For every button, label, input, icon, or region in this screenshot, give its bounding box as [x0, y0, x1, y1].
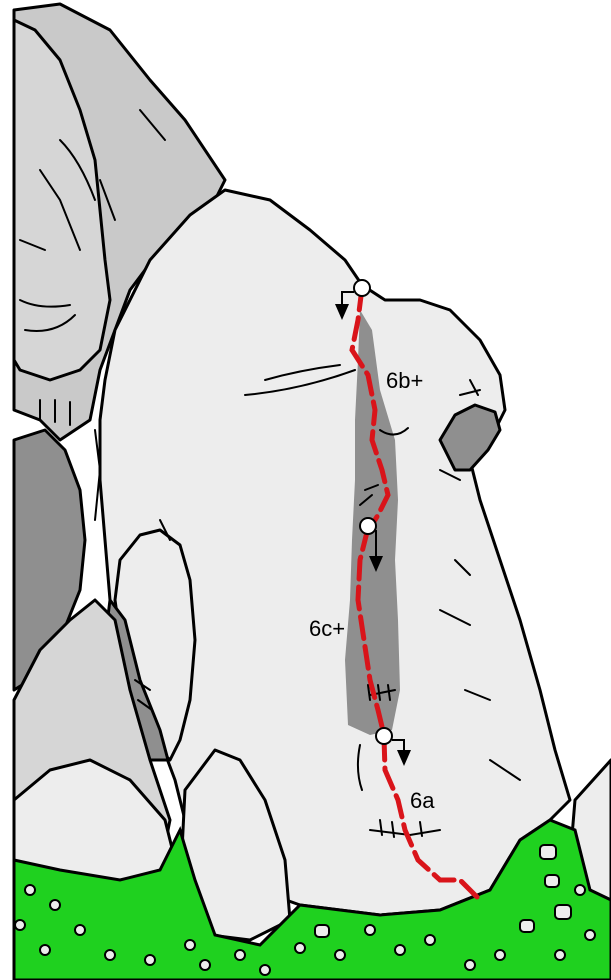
grade-label-pitch-1: 6a	[410, 788, 435, 813]
grade-label-pitch-2: 6c+	[309, 616, 345, 641]
grade-label-pitch-3: 6b+	[386, 368, 423, 393]
